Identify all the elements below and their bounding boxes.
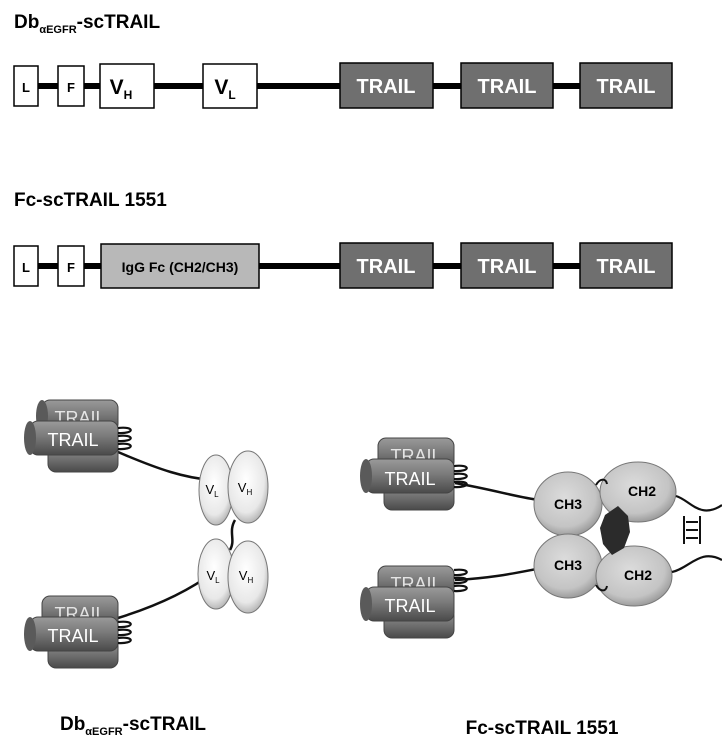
structure1-vdomain-bottom: VL VH bbox=[198, 539, 268, 613]
construct1-trail2-label: TRAIL bbox=[478, 76, 537, 98]
structure2-fc: CH3 CH3 CH2 CH2 bbox=[534, 462, 722, 606]
structure1-vlink bbox=[230, 520, 235, 550]
ch2-bottom-label: CH2 bbox=[624, 567, 652, 583]
construct1-trail-2: TRAIL bbox=[461, 63, 553, 108]
structure1-caption-main: Db bbox=[60, 714, 85, 735]
construct1-domain-vl: VL bbox=[203, 64, 257, 108]
construct2-trail3-label: TRAIL bbox=[597, 256, 656, 278]
structure2-trail-bottom: TRAIL TRAIL bbox=[360, 566, 467, 638]
construct2-f-label: F bbox=[67, 260, 75, 275]
construct2-domain-fc: IgG Fc (CH2/CH3) bbox=[101, 244, 259, 288]
vl-top-main: V bbox=[205, 482, 214, 497]
structure1-trail-bottom: TRAIL TRAIL bbox=[24, 596, 131, 668]
structure2-linker-bottom bbox=[455, 568, 542, 580]
construct1-domain-l: L bbox=[14, 66, 38, 106]
construct2-trail-3: TRAIL bbox=[580, 243, 672, 288]
structure2: TRAIL TRAIL TRAIL TRAIL CH3 bbox=[360, 438, 722, 638]
construct1-vl-sub: L bbox=[228, 88, 235, 102]
construct2-trail-1: TRAIL bbox=[340, 243, 433, 288]
construct2-domain-l: L bbox=[14, 246, 38, 286]
structure2-trail-bottom-label: TRAIL bbox=[384, 596, 435, 616]
construct1-trail3-label: TRAIL bbox=[597, 76, 656, 98]
construct1-title-sub: αEGFR bbox=[39, 24, 76, 36]
construct1-domain-vh: VH bbox=[100, 64, 154, 108]
structure2-linker-top bbox=[455, 483, 540, 500]
structure1-caption: DbαEGFR-scTRAIL bbox=[60, 714, 206, 738]
structure1: TRAIL TRAIL TRAIL TRAIL VL VH bbox=[24, 400, 268, 668]
construct1-domain-f: F bbox=[58, 66, 84, 106]
structure1-caption-sub: αEGFR bbox=[85, 726, 122, 738]
construct1-title: DbαEGFR-scTRAIL bbox=[14, 12, 160, 36]
construct1-trail-1: TRAIL bbox=[340, 63, 433, 108]
ch2-top-label: CH2 bbox=[628, 483, 656, 499]
hinge-lines bbox=[672, 496, 722, 572]
vh-bottom-main: V bbox=[239, 568, 248, 583]
structure1-trail-top-label: TRAIL bbox=[47, 430, 98, 450]
structure2-caption: Fc-scTRAIL 1551 bbox=[466, 718, 619, 739]
ch3-top-label: CH3 bbox=[554, 496, 582, 512]
vh-top-main: V bbox=[238, 480, 247, 495]
vl-bottom-sub: L bbox=[215, 576, 220, 585]
construct2-domain-f: F bbox=[58, 246, 84, 286]
construct2-trail-2: TRAIL bbox=[461, 243, 553, 288]
vh-bottom-sub: H bbox=[247, 576, 253, 585]
construct2-l-label: L bbox=[22, 260, 30, 275]
vl-bottom-main: V bbox=[206, 568, 215, 583]
structure1-linker-top bbox=[118, 452, 212, 480]
construct2-fc-label: IgG Fc (CH2/CH3) bbox=[122, 259, 239, 275]
structure1-trail-top: TRAIL TRAIL bbox=[24, 400, 131, 472]
construct1-vh-sub: H bbox=[124, 88, 133, 102]
vl-top-sub: L bbox=[214, 490, 219, 499]
structure2-trail-top: TRAIL TRAIL bbox=[360, 438, 467, 510]
construct1-title-rest: -scTRAIL bbox=[77, 12, 161, 33]
svg-text:DbαEGFR-scTRAIL: DbαEGFR-scTRAIL bbox=[14, 12, 160, 36]
construct1-trail1-label: TRAIL bbox=[357, 76, 416, 98]
vh-top-sub: H bbox=[246, 488, 252, 497]
construct1-title-main: Db bbox=[14, 12, 39, 33]
structure1-trail-bottom-label: TRAIL bbox=[47, 626, 98, 646]
ch3-bottom-label: CH3 bbox=[554, 557, 582, 573]
construct2-title: Fc-scTRAIL 1551 bbox=[14, 190, 167, 211]
disulfide-bonds bbox=[686, 522, 698, 538]
structure2-trail-top-label: TRAIL bbox=[384, 469, 435, 489]
construct2-trail2-label: TRAIL bbox=[478, 256, 537, 278]
structure1-vdomain-top: VL VH bbox=[199, 451, 268, 525]
construct1-f-label: F bbox=[67, 80, 75, 95]
construct1-vl-main: V bbox=[214, 76, 228, 99]
construct2-trail1-label: TRAIL bbox=[357, 256, 416, 278]
construct2-map: L F IgG Fc (CH2/CH3) TRAIL TRAIL TRAIL bbox=[14, 243, 672, 288]
construct1-vh-main: V bbox=[110, 76, 124, 99]
construct1-trail-3: TRAIL bbox=[580, 63, 672, 108]
construct1-map: L F VH VL TRAIL TRAIL TRAIL bbox=[14, 63, 672, 108]
structure1-caption-rest: -scTRAIL bbox=[123, 714, 207, 735]
construct1-l-label: L bbox=[22, 80, 30, 95]
